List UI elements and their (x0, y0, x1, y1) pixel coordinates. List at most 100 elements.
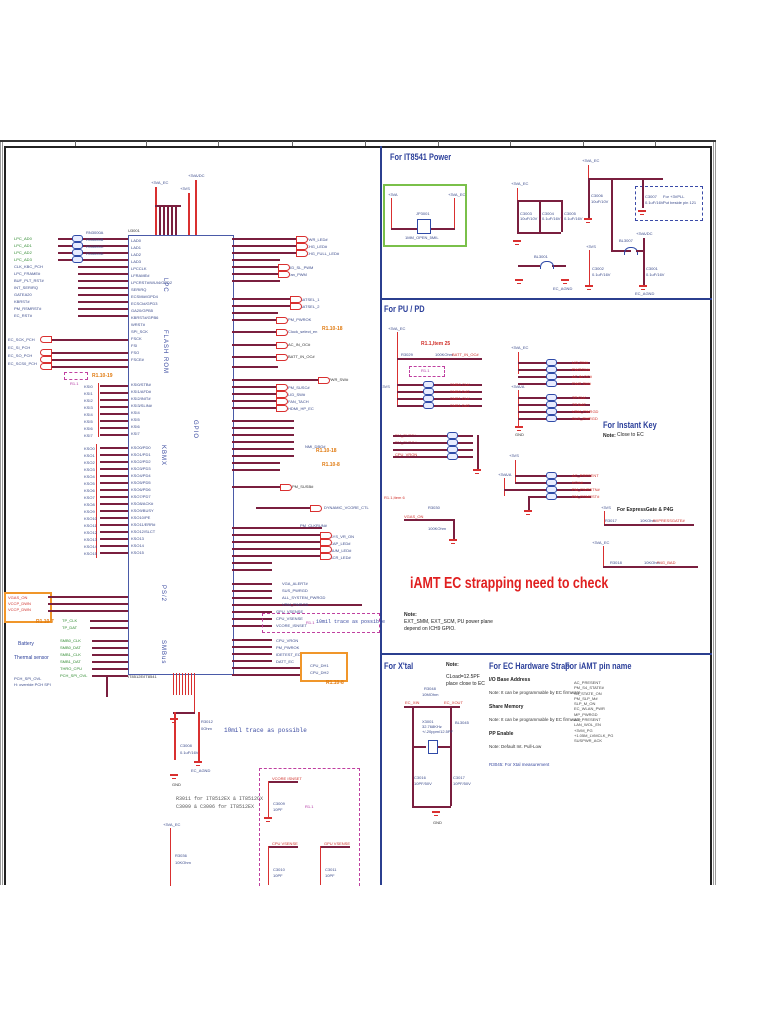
net-wire (100, 385, 128, 387)
net-wire (48, 596, 128, 598)
cap-value: 0.1uF/16V (564, 216, 583, 221)
resistor-pack (546, 366, 557, 373)
pin-label: GA20/GPB5 (131, 308, 154, 313)
rail-wire (185, 673, 186, 695)
off-page-port (40, 356, 52, 363)
rev-annotation: R1.10-8 (322, 462, 340, 468)
net-label: KSO13 (84, 537, 97, 542)
off-page-port (296, 243, 308, 250)
cap-ref: C3007 (645, 194, 657, 199)
net-label: CHG_LED# (306, 244, 328, 249)
note-line: depend on ICH9 GPIO. (404, 626, 456, 632)
pu-bottom-net-list: AC_PRESENT KCH# PM_PWRBTN# PM_RSMRST# (572, 472, 600, 500)
off-page-port (278, 264, 290, 271)
net-wire (100, 538, 128, 540)
net-wire (232, 280, 280, 282)
net-wire (58, 245, 128, 247)
net-wire (232, 386, 278, 388)
pin-name: +3VM_PG (574, 727, 593, 733)
rail-bus (173, 712, 195, 714)
rail-wire (155, 187, 157, 235)
net-label: SMB1 CLK (450, 396, 470, 401)
section-divider-power-pupd (380, 298, 712, 300)
pin-name: SUSPWR_ACK (574, 738, 603, 744)
net-wire (48, 610, 128, 612)
net-wire (232, 653, 272, 655)
net-wire (404, 706, 460, 708)
rail-label: +3VA_EC (151, 180, 169, 185)
off-page-port (320, 546, 332, 553)
net-label: PM_RSMRST# (572, 494, 600, 499)
rail-wire (188, 193, 190, 235)
block-label-lpc: LPC (162, 278, 168, 293)
pin-label: KSO10/PE (131, 515, 151, 520)
net-wire (539, 200, 541, 232)
value-label: 32.768KHz (422, 724, 442, 729)
net-wire (232, 618, 272, 620)
pin-label: WRST# (131, 322, 145, 327)
pin-label: FSI (131, 343, 138, 348)
pin-label: KSI0/STB# (131, 382, 151, 387)
net-label: KSI4 (84, 412, 93, 417)
ksi-net-list: KSI0 KSI1 KSI2 KSI3 KSI4 KSI5 KSI6 KSI7 (84, 383, 93, 439)
net-label: CPU_DH1 (310, 663, 329, 668)
net-wire (90, 620, 128, 622)
net-label: PM_SUSB# (292, 484, 314, 489)
value-label: 10KOhm (644, 560, 660, 565)
part-label: 1MM_OPEN_5MIL (405, 235, 439, 240)
net-label: SMB0_DAT (60, 645, 81, 650)
bom-note-1: R3011 for IT8512EX & IT8512CX (176, 796, 264, 802)
rail-label: +3VA_EC (163, 822, 181, 827)
off-page-port (276, 384, 288, 391)
ksi-pin-list: KSI0/STB# KSI1/AFD# KSI2/INIT# KSI3/SLIN… (131, 381, 152, 437)
off-page-port (296, 250, 308, 257)
pin-label: KSO11/ERR# (131, 522, 156, 527)
lpc-pin-list: LAD0 LAD1 LAD2 LAD3 LPCCLK LFRAME# LPCRS… (131, 237, 172, 328)
resistor-pack (447, 432, 458, 439)
net-label: VCORE ISNSET (272, 776, 302, 781)
pin-label: KSI4 (131, 410, 140, 415)
net-label: KSI2 (84, 398, 93, 403)
note-line: Put beside pin 121 (663, 200, 697, 205)
ps2-net-list: VGAS_ON VCCP_DWN VCCP_DWN (8, 595, 31, 613)
zone-tick (146, 141, 147, 146)
net-wire (100, 503, 128, 505)
net-label: KSO2 (84, 460, 95, 465)
pin-name: AC_PRESENT (574, 717, 601, 723)
net-label: SMB0 CLK (450, 382, 470, 387)
net-wire (643, 238, 645, 285)
net-wire (100, 510, 128, 512)
rev-annotation: R1.10-19 (92, 373, 113, 379)
ref-label: RN3000B (86, 237, 104, 242)
net-label: KSO14 (84, 544, 97, 549)
net-label: SMB1_CLK (60, 652, 81, 657)
net-label: VCCP_DWN (8, 607, 31, 612)
sheet-inner-frame (4, 146, 712, 885)
net-label: SUS_PWRGD (282, 588, 308, 593)
net-wire (517, 232, 561, 234)
net-label: FAN_TACH (288, 399, 309, 404)
net-wire (232, 660, 272, 662)
crystal-symbol (428, 740, 438, 754)
net-label: VCORE_ISNSET (276, 623, 307, 628)
cap-ref: C3005 (564, 211, 576, 216)
net-label: KSI3 (84, 405, 93, 410)
net-wire (232, 441, 294, 443)
note-line: place close to EC (446, 681, 485, 687)
pin-label: ECSMI#/GPD4 (131, 294, 158, 299)
net-label: BUF_PLT_RST# (14, 278, 44, 283)
net-wire (232, 366, 278, 368)
ref-label: RN3000D (86, 251, 104, 256)
net-wire (92, 654, 128, 656)
net-wire (561, 200, 563, 232)
battery-label: Battery (18, 641, 34, 647)
block-label-gpio: GPIO (192, 420, 198, 440)
net-label: CPU VSENSE (272, 841, 298, 846)
net-wire (588, 178, 663, 180)
net-wire (256, 507, 310, 509)
net-label: PM_CLKRUN# (300, 523, 327, 528)
net-wire (100, 468, 128, 470)
net-label: CHG_FULL_LED# (306, 251, 340, 256)
net-wire (78, 294, 128, 296)
net-label: PM_PWROK (276, 645, 300, 650)
